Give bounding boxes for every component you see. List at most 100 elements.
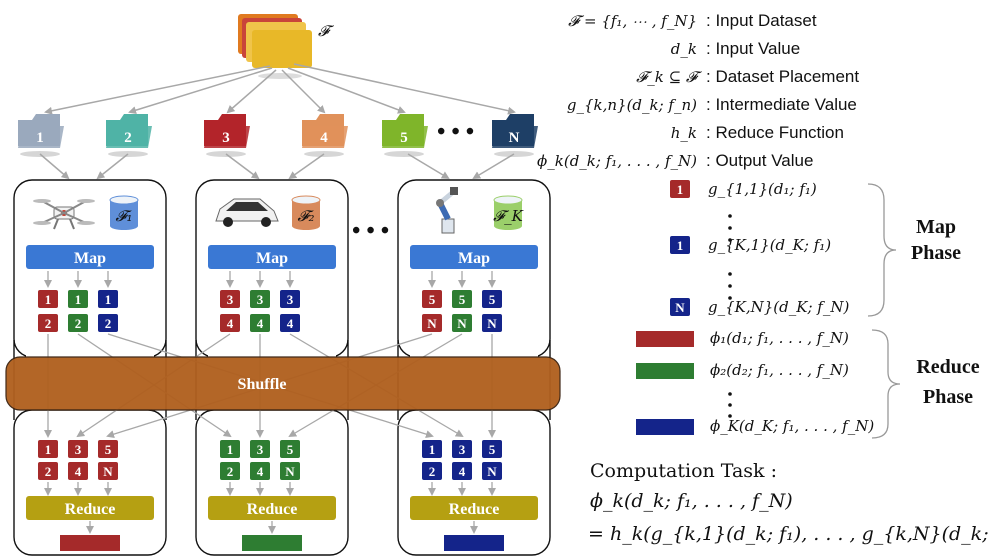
reduce-input-box: 4 (68, 462, 88, 480)
reduce-input-box: N (98, 462, 118, 480)
drone-icon (33, 199, 95, 230)
map-phase-brace (867, 183, 897, 317)
box-label: 2 (45, 316, 52, 331)
car-icon (215, 198, 279, 227)
box-label: N (675, 300, 685, 315)
intermediate-value-box: 5 (482, 290, 502, 308)
box-label: 2 (227, 464, 234, 479)
reduce-input-box: 3 (250, 440, 270, 458)
reduce-input-box: 2 (38, 462, 58, 480)
folder-ellipsis: • • • (437, 119, 474, 145)
reduce-input-box: 4 (250, 462, 270, 480)
map-label: Map (458, 250, 490, 267)
map-phase-label-1: Map (916, 216, 956, 238)
box-label: 4 (227, 316, 234, 331)
folder-4-label: 5 (400, 130, 408, 146)
reduce-input-box: 5 (280, 440, 300, 458)
reduce-input-box: 1 (38, 440, 58, 458)
box-label: 1 (429, 442, 436, 457)
intermediate-value-box: 2 (98, 314, 118, 332)
box-label: N (103, 464, 113, 479)
vertical-dot (728, 392, 732, 396)
map-function-bar: Map (410, 245, 538, 269)
reduce-section-2: 1 2 3 4 5N Reduce (208, 440, 336, 551)
output-value-bar (60, 535, 120, 551)
legend-desc: : Output Value (706, 151, 813, 170)
reduce-phase-label-1: Reduce (916, 356, 979, 378)
box-label: N (487, 464, 497, 479)
map-label: Map (74, 250, 106, 267)
shuffle-bar: Shuffle (5, 356, 561, 411)
map-function-bar: Map (26, 245, 154, 269)
intermediate-value-box: 3 (220, 290, 240, 308)
reduce-phase-expr: ϕ₁(d₁; f₁, . . . , f_N) (710, 329, 849, 347)
folder-0-icon: 1 (18, 114, 64, 157)
reduce-input-box: 1 (422, 440, 442, 458)
map-phase-expr: g_{1,1}(d₁; f₁) (708, 180, 817, 198)
legend-desc: : Intermediate Value (706, 95, 857, 114)
box-label: 2 (45, 464, 52, 479)
reduce-input-box: 5 (98, 440, 118, 458)
legend-desc: : Dataset Placement (706, 67, 859, 86)
vertical-dot (728, 238, 732, 242)
box-label: N (487, 316, 497, 331)
reduce-input-box: 2 (422, 462, 442, 480)
map-phase-expr: g_{K,N}(d_K; f_N) (708, 298, 849, 316)
intermediate-value-box: 3 (280, 290, 300, 308)
computation-task-line1: ϕ_k(d_k; f₁, . . . , f_N) (590, 490, 793, 512)
box-label: 4 (257, 316, 264, 331)
reduce-phase-expr: ϕ₂(d₂; f₁, . . . , f_N) (710, 361, 849, 379)
box-label: 3 (227, 292, 234, 307)
box-label: 3 (257, 442, 264, 457)
box-label: 5 (287, 442, 294, 457)
robot-icon (436, 187, 458, 234)
box-label: 5 (489, 442, 496, 457)
reduce-label: Reduce (247, 501, 298, 518)
cylinder-label: 𝓕₂ (297, 207, 314, 225)
dataset-cylinder-icon: 𝓕₂ (291, 195, 321, 230)
intermediate-value-box: 1 (98, 290, 118, 308)
legend-math: ϕ_k(d_k; f₁, . . . , f_N) (537, 152, 697, 170)
shuffle-label: Shuffle (238, 376, 287, 393)
intermediate-value-box: N (422, 314, 442, 332)
reduce-phase-expr: ϕ_K(d_K; f₁, . . . , f_N) (710, 417, 874, 435)
reduce-input-box: N (482, 462, 502, 480)
box-label: 4 (257, 464, 264, 479)
legend-math: d_k (671, 40, 697, 58)
intermediate-value-box: N (482, 314, 502, 332)
cylinder-label: 𝓕_K (493, 207, 524, 225)
box-label: 4 (287, 316, 294, 331)
vertical-dot (728, 272, 732, 276)
folder-2-icon: 3 (204, 114, 250, 157)
reduce-input-box: N (280, 462, 300, 480)
map-phase-expr: g_{K,1}(d_K; f₁) (708, 236, 831, 254)
box-label: N (427, 316, 437, 331)
legend-math: g_{k,n}(d_k; f_n) (567, 96, 697, 114)
vertical-dot (728, 284, 732, 288)
box-label: 3 (459, 442, 466, 457)
intermediate-value-box: 5 (452, 290, 472, 308)
folder-3-icon: 4 (302, 114, 348, 157)
map-label: Map (256, 250, 288, 267)
box-label: N (285, 464, 295, 479)
box-label: 5 (105, 442, 112, 457)
computation-task-line2: = h_k(g_{k,1}(d_k; f₁), . . . , g_{k,N}(… (588, 523, 991, 545)
distribution-arrows (44, 63, 516, 115)
reduce-input-box: 3 (452, 440, 472, 458)
output-value-bar (444, 535, 504, 551)
reduce-phase-item: ϕ₁(d₁; f₁, . . . , f_N) (636, 329, 849, 347)
intermediate-value-box: 4 (220, 314, 240, 332)
reduce-function-bar: Reduce (208, 496, 336, 520)
reduce-label: Reduce (65, 501, 116, 518)
box-label: 1 (45, 442, 52, 457)
vertical-dot (728, 296, 732, 300)
box-label: 1 (227, 442, 234, 457)
box-label: 1 (75, 292, 82, 307)
dataset-label: 𝓕 (318, 22, 335, 40)
dataset-cylinder-icon: 𝓕₁ (109, 195, 139, 230)
folder-5-label: N (509, 130, 520, 146)
